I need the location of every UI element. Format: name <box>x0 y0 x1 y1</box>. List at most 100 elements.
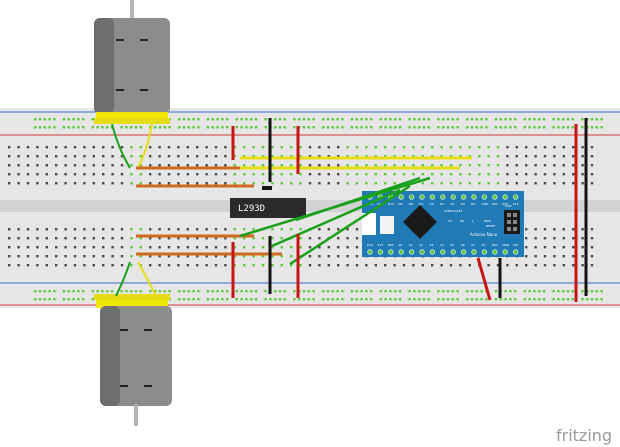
breadboard-hole-connected <box>552 298 555 301</box>
breadboard-hole-connected <box>182 298 186 301</box>
breadboard-hole-connected <box>408 290 411 293</box>
breadboard-hole-connected <box>504 290 507 293</box>
breadboard-hole-connected <box>233 246 236 249</box>
breadboard-hole <box>92 182 95 185</box>
breadboard-hole-connected <box>43 126 46 129</box>
breadboard-hole <box>111 264 114 267</box>
breadboard-hole-connected <box>245 298 248 301</box>
breadboard-hole-connected <box>494 126 498 129</box>
breadboard-hole-connected <box>459 155 462 158</box>
breadboard-hole-connected <box>290 255 293 258</box>
breadboard-hole-connected <box>252 164 255 167</box>
breadboard-hole-connected <box>163 126 166 129</box>
breadboard-hole-connected <box>326 290 330 293</box>
breadboard-hole-connected <box>374 146 377 149</box>
breadboard-hole <box>553 164 556 167</box>
breadboard-hole-connected <box>216 290 219 293</box>
breadboard-hole <box>224 246 227 249</box>
breadboard-hole <box>102 237 105 240</box>
breadboard-hole-connected <box>456 290 459 293</box>
breadboard-hole <box>572 237 575 240</box>
breadboard-hole <box>92 173 95 176</box>
breadboard-hole-connected <box>130 246 133 249</box>
breadboard-hole-connected <box>290 264 293 267</box>
breadboard-hole <box>73 246 77 249</box>
breadboard-hole-connected <box>499 126 502 129</box>
breadboard-hole-connected <box>480 126 483 129</box>
breadboard-hole-connected <box>312 298 315 301</box>
breadboard-hole-connected <box>393 146 396 149</box>
breadboard-hole <box>149 164 152 167</box>
breadboard-hole-connected <box>211 126 214 129</box>
breadboard-hole <box>337 164 340 167</box>
breadboard-hole <box>534 246 537 249</box>
breadboard-hole-connected <box>487 164 490 167</box>
breadboard-hole-connected <box>538 126 541 129</box>
breadboard-hole-connected <box>422 126 426 129</box>
breadboard-hole-connected <box>365 173 368 176</box>
breadboard-hole <box>214 146 218 149</box>
breadboard-hole-connected <box>261 255 265 258</box>
breadboard-hole-connected <box>254 118 258 121</box>
breadboard-hole <box>224 237 227 240</box>
top-motor-cap <box>96 112 168 122</box>
breadboard-hole-connected <box>496 164 500 167</box>
breadboard-hole <box>421 264 424 267</box>
breadboard-hole <box>177 146 180 149</box>
breadboard-hole <box>562 173 565 176</box>
breadboard-hole <box>355 264 359 267</box>
breadboard-hole <box>534 164 537 167</box>
breadboard-hole-connected <box>336 126 339 129</box>
breadboard-hole-connected <box>514 290 517 293</box>
breadboard-hole <box>214 173 218 176</box>
breadboard-hole-connected <box>197 126 200 129</box>
nano-pin <box>481 249 488 255</box>
breadboard-hole-connected <box>235 298 238 301</box>
breadboard-hole-connected <box>427 126 430 129</box>
breadboard-hole-connected <box>466 298 469 301</box>
breadboard-hole <box>205 155 208 158</box>
breadboard-hole <box>92 155 95 158</box>
nano-led-label: RX <box>460 219 464 223</box>
nano-pin-label: A0 <box>398 243 402 247</box>
nano-pin-label: RST <box>492 243 498 247</box>
breadboard-hole-connected <box>130 146 133 149</box>
nano-pin <box>419 194 425 200</box>
breadboard-hole-connected <box>398 290 402 293</box>
breadboard-hole-connected <box>216 126 219 129</box>
breadboard-hole-connected <box>590 126 594 129</box>
breadboard-hole <box>158 155 161 158</box>
nano-pin <box>367 249 373 255</box>
breadboard-hole <box>327 246 330 249</box>
breadboard-hole-connected <box>101 126 104 129</box>
breadboard-hole-connected <box>187 126 190 129</box>
breadboard-hole <box>590 173 594 176</box>
breadboard-hole <box>214 237 218 240</box>
breadboard-hole <box>177 228 180 231</box>
breadboard-hole <box>26 173 30 176</box>
breadboard-hole-connected <box>487 173 490 176</box>
breadboard-hole <box>459 264 462 267</box>
breadboard-hole <box>515 146 518 149</box>
breadboard-hole-connected <box>393 173 396 176</box>
breadboard-hole <box>73 264 77 267</box>
breadboard-hole-connected <box>384 146 387 149</box>
wire-green-2 <box>295 176 421 222</box>
nano-pin <box>429 194 436 200</box>
breadboard-hole <box>186 164 189 167</box>
breadboard-hole-connected <box>34 118 37 121</box>
breadboard-hole-connected <box>130 237 133 240</box>
bottom-motor-cap <box>96 298 168 308</box>
breadboard-hole-connected <box>243 173 246 176</box>
breadboard-hole-connected <box>459 164 462 167</box>
breadboard-hole-connected <box>182 290 186 293</box>
breadboard-hole <box>17 255 20 258</box>
breadboard-hole <box>158 246 161 249</box>
breadboard-hole <box>205 164 208 167</box>
breadboard-hole <box>55 264 58 267</box>
breadboard-hole-connected <box>139 173 142 176</box>
nano-pin-label: D2 <box>471 202 475 206</box>
breadboard-hole-connected <box>34 290 37 293</box>
breadboard-hole-connected <box>421 182 424 185</box>
